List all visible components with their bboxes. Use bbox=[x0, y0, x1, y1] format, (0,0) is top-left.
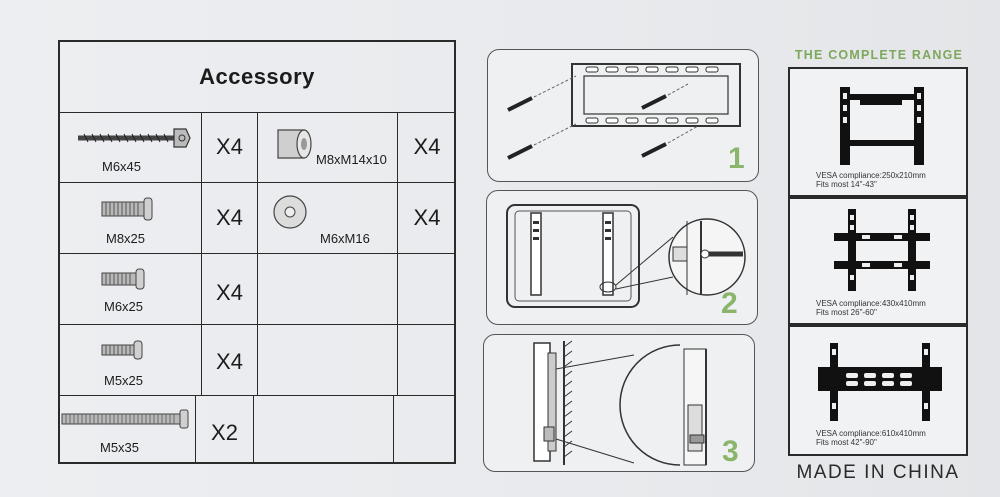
range-title: THE COMPLETE RANGE bbox=[794, 48, 964, 62]
range-item-medium: VESA compliance:430x410mm Fits most 26"-… bbox=[788, 197, 968, 325]
made-in-label: MADE IN CHINA bbox=[796, 462, 960, 483]
accessory-qty: X4 bbox=[216, 349, 243, 374]
spacer-cylinder-icon bbox=[277, 129, 312, 159]
accessory-item: M8xM14x10 bbox=[258, 112, 398, 182]
step-3-panel: 3 bbox=[483, 334, 755, 472]
long-lag-screw-icon bbox=[78, 128, 191, 148]
accessory-qty-cell bbox=[398, 325, 456, 395]
accessory-label: M8xM14x10 bbox=[316, 152, 387, 167]
accessory-item: M5x35 bbox=[60, 396, 196, 462]
accessory-label: M5x35 bbox=[100, 440, 140, 455]
accessory-qty-cell: X2 bbox=[196, 396, 254, 462]
step-number: 1 bbox=[728, 142, 745, 175]
accessory-qty-cell: X4 bbox=[202, 183, 258, 253]
hang-tv-on-wall-icon bbox=[533, 340, 707, 466]
medium-tv-mount-icon bbox=[834, 209, 930, 291]
washer-icon bbox=[273, 195, 307, 229]
accessory-qty: X4 bbox=[216, 280, 243, 305]
vesa-compliance: VESA compliance:430x410mm bbox=[816, 299, 926, 308]
accessory-item: M6x25 bbox=[60, 254, 202, 324]
accessory-item: M6xM16 bbox=[258, 183, 398, 253]
step-1-panel: 1 bbox=[487, 49, 759, 182]
step-2-panel: 2 bbox=[486, 190, 758, 325]
range-item-large: VESA compliance:610x410mm Fits most 42"-… bbox=[788, 325, 968, 456]
accessory-qty-cell bbox=[394, 396, 456, 462]
accessory-label: M6x25 bbox=[104, 299, 144, 314]
accessory-item-empty bbox=[254, 396, 394, 462]
bracket-attach-tv-icon bbox=[506, 204, 746, 308]
accessory-qty: X4 bbox=[216, 205, 243, 230]
large-tv-mount-icon bbox=[818, 343, 942, 421]
wall-plate-screws-icon bbox=[507, 63, 741, 160]
accessory-qty-cell: X4 bbox=[398, 183, 456, 253]
accessory-label: M8x25 bbox=[106, 231, 146, 246]
long-bolt-icon bbox=[61, 409, 189, 429]
accessory-label: M5x25 bbox=[104, 373, 144, 388]
accessory-item: M8x25 bbox=[60, 183, 202, 253]
step-number: 2 bbox=[721, 287, 738, 320]
range-item-small: VESA compliance:250x210mm Fits most 14"-… bbox=[788, 67, 968, 197]
bolt-icon bbox=[101, 197, 153, 221]
accessory-row: M8x25 X4 M6xM16 X4 bbox=[60, 183, 454, 254]
vesa-compliance: VESA compliance:250x210mm bbox=[816, 171, 926, 180]
small-tv-mount-icon bbox=[840, 87, 924, 165]
accessory-qty: X4 bbox=[413, 134, 441, 159]
accessory-row: M5x35 X2 bbox=[60, 396, 454, 462]
accessory-row: M6x45 X4 M8xM14x10 X4 bbox=[60, 112, 454, 183]
bolt-icon bbox=[101, 340, 143, 360]
accessory-qty: X2 bbox=[211, 420, 238, 445]
vesa-compliance: VESA compliance:610x410mm bbox=[816, 429, 926, 438]
accessory-label: M6xM16 bbox=[320, 231, 370, 246]
accessory-table: Accessory M6x45 X4 bbox=[58, 40, 456, 464]
accessory-item-empty bbox=[258, 254, 398, 324]
accessory-qty-cell: X4 bbox=[202, 325, 258, 395]
accessory-label: M6x45 bbox=[102, 159, 142, 174]
vesa-fits: Fits most 14"-43" bbox=[816, 180, 877, 189]
accessory-row: M5x25 X4 bbox=[60, 325, 454, 396]
step-number: 3 bbox=[722, 435, 739, 468]
accessory-qty: X4 bbox=[216, 134, 243, 159]
accessory-item: M5x25 bbox=[60, 325, 202, 395]
accessory-item-empty bbox=[258, 325, 398, 395]
vesa-fits: Fits most 42"-90" bbox=[816, 438, 877, 447]
accessory-item: M6x45 bbox=[60, 112, 202, 182]
accessory-qty-cell: X4 bbox=[202, 112, 258, 182]
vesa-fits: Fits most 26"-60" bbox=[816, 308, 877, 317]
accessory-title: Accessory bbox=[60, 42, 454, 113]
accessory-qty: X4 bbox=[413, 205, 441, 230]
accessory-qty-cell: X4 bbox=[202, 254, 258, 324]
bolt-icon bbox=[101, 268, 145, 290]
accessory-row: M6x25 X4 bbox=[60, 254, 454, 325]
accessory-qty-cell: X4 bbox=[398, 112, 456, 182]
accessory-qty-cell bbox=[398, 254, 456, 324]
